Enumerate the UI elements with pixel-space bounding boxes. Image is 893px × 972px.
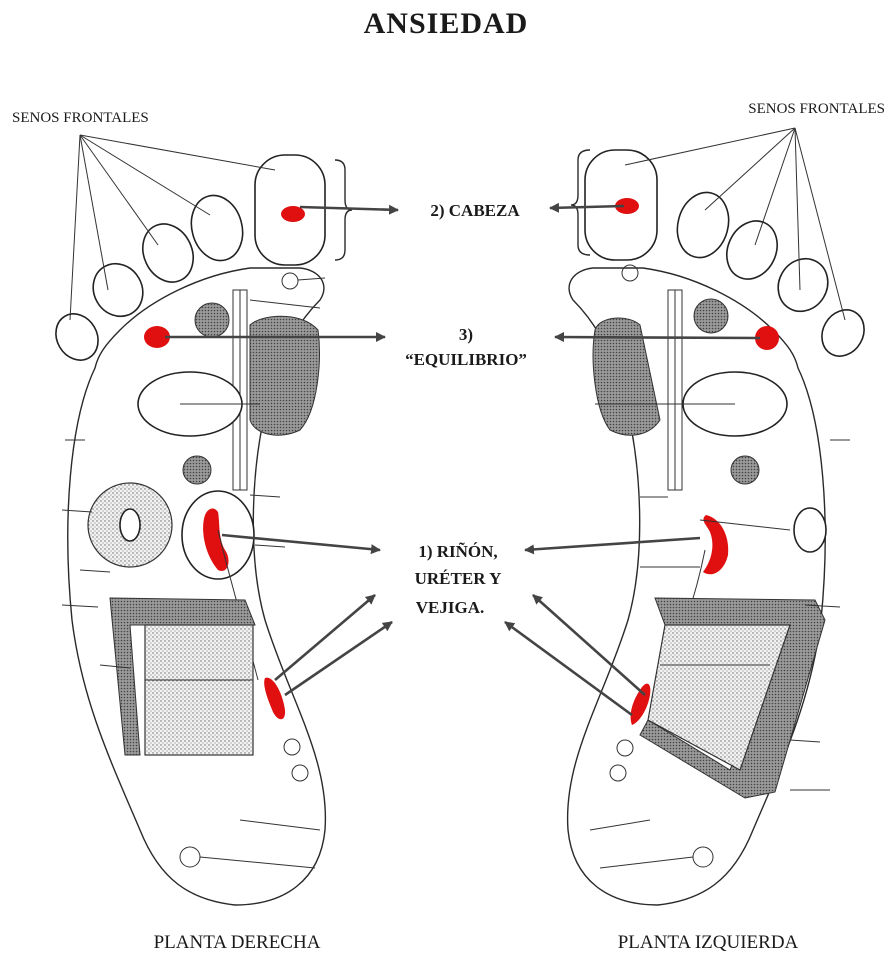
- right-sole-drawing: [48, 155, 352, 905]
- ureter-label: URÉTER Y: [415, 569, 502, 588]
- planta-izquierda-caption: PLANTA IZQUIERDA: [618, 932, 799, 953]
- equilibrio-label: “EQUILIBRIO”: [405, 350, 527, 369]
- cabeza-label: 2) CABEZA: [430, 201, 520, 220]
- right-senos-frontales-label: SENOS FRONTALES: [748, 101, 885, 117]
- left-senos-frontales-label: SENOS FRONTALES: [12, 110, 149, 126]
- equilibrio-number-label: 3): [459, 325, 473, 344]
- left-sole-drawing: [568, 150, 873, 905]
- planta-derecha-caption: PLANTA DERECHA: [154, 932, 321, 953]
- rinon-label: 1) RIÑÓN,: [418, 542, 497, 561]
- vejiga-label: VEJIGA.: [416, 598, 484, 617]
- diagram-title: ANSIEDAD: [364, 7, 529, 40]
